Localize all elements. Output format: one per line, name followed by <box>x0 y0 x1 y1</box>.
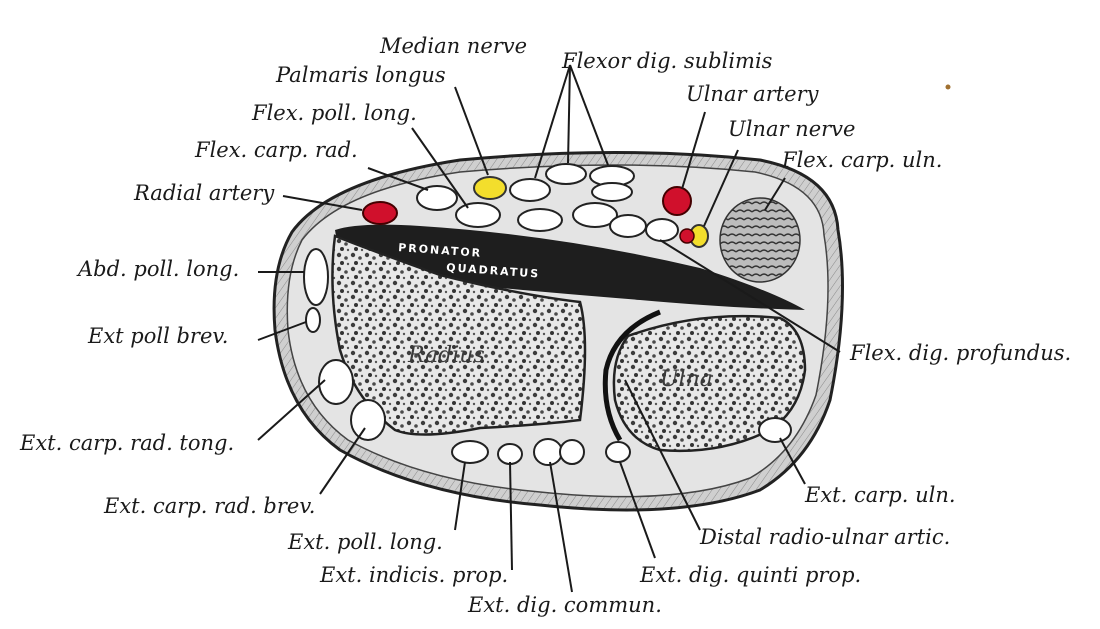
label-ext-dig-quinti-prop: Ext. dig. quinti prop. <box>639 563 861 587</box>
label-flexor-dig-sublimis: Flexor dig. sublimis <box>561 49 773 73</box>
radius-bone <box>331 234 587 436</box>
median-nerve <box>473 176 507 200</box>
radius-label: Radius <box>407 343 485 368</box>
label-ext-poll-brev: Ext poll brev. <box>87 324 228 348</box>
pronator-label-1: PRONATOR <box>398 241 483 260</box>
label-flex-dig-profundus: Flex. dig. profundus. <box>849 341 1071 365</box>
leader-lines <box>257 64 841 593</box>
ink-speck <box>945 84 951 90</box>
label-ext-poll-long: Ext. poll. long. <box>287 530 443 554</box>
label-ext-dig-commun: Ext. dig. commun. <box>467 593 662 617</box>
label-ext-carp-uln: Ext. carp. uln. <box>804 483 956 507</box>
label-radial-artery: Radial artery <box>133 181 275 205</box>
radial-artery <box>362 201 398 225</box>
label-median-nerve: Median nerve <box>379 34 527 58</box>
pronator-quadratus-muscle <box>335 224 805 310</box>
label-ext-indicis-prop: Ext. indicis. prop. <box>319 563 508 587</box>
label-palmaris-longus: Palmaris longus <box>275 63 446 87</box>
distal-radio-ulnar-joint <box>602 309 661 442</box>
ulna-label: Ulna <box>660 367 713 392</box>
label-flex-poll-long: Flex. poll. long. <box>251 101 417 125</box>
label-ulnar-artery: Ulnar artery <box>686 82 820 106</box>
ulnar-artery <box>662 186 692 216</box>
label-ext-carp-rad-long: Ext. carp. rad. tong. <box>19 431 234 455</box>
label-ext-carp-rad-brev: Ext. carp. rad. brev. <box>103 494 315 518</box>
label-flex-carp-rad: Flex. carp. rad. <box>194 138 358 162</box>
flex-carp-uln-muscle <box>719 197 801 283</box>
label-ulnar-nerve: Ulnar nerve <box>728 117 855 141</box>
label-abd-poll-long: Abd. poll. long. <box>76 257 239 281</box>
label-flex-carp-uln: Flex. carp. uln. <box>781 148 942 172</box>
flexor-tendons <box>416 163 679 242</box>
ulnar-artery-branch <box>679 228 695 244</box>
label-distal-radio-ulnar: Distal radio-ulnar artic. <box>699 525 950 549</box>
extensor-tendons <box>303 248 792 466</box>
